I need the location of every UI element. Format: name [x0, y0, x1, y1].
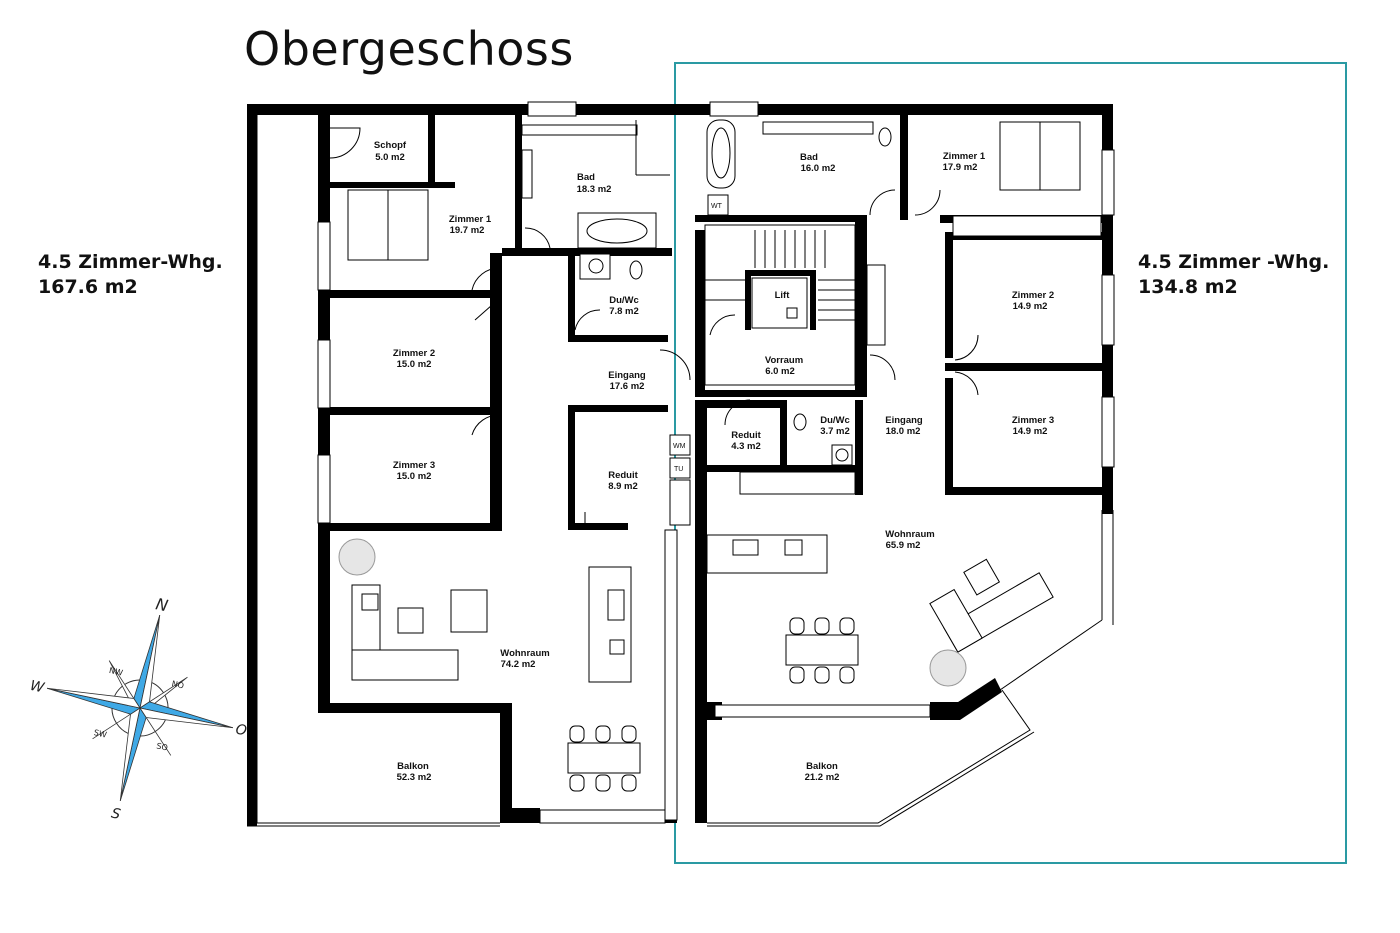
- room-area: 17.9 m2: [943, 162, 978, 173]
- compass-rose: N S W O NW NO SW SO: [29, 594, 249, 824]
- doors: [329, 127, 979, 530]
- room-labels-right: Bad 16.0 m2 Zimmer 1 17.9 m2 Lift Zimmer…: [731, 151, 1054, 783]
- room-area: 14.9 m2: [1013, 426, 1048, 437]
- room-area: 7.8 m2: [609, 306, 639, 317]
- washer-label: WM: [673, 443, 686, 450]
- room-name: Zimmer 1: [449, 214, 492, 225]
- room-area: 3.7 m2: [820, 426, 850, 437]
- unit-label-right: 4.5 Zimmer -Whg. 134.8 m2: [1138, 250, 1329, 300]
- dryer-label: TU: [674, 466, 683, 473]
- room-name: Zimmer 3: [1012, 415, 1054, 426]
- unit-right-type: 4.5 Zimmer -Whg.: [1138, 251, 1330, 273]
- room-name: Zimmer 1: [943, 151, 986, 162]
- room-area: 65.9 m2: [886, 540, 921, 551]
- room-name: Balkon: [397, 761, 429, 772]
- unit-right-area: 134.8 m2: [1138, 276, 1238, 298]
- room-name: Wohnraum: [500, 648, 549, 659]
- balcony-right: [707, 510, 1114, 827]
- room-name: Reduit: [731, 430, 761, 441]
- unit-left-type: 4.5 Zimmer-Whg.: [38, 251, 223, 273]
- room-name: Bad: [577, 172, 595, 183]
- room-name: Zimmer 2: [1012, 290, 1054, 301]
- room-name: Lift: [775, 290, 791, 301]
- compass-s: S: [110, 806, 122, 824]
- room-name: Du/Wc: [609, 295, 639, 306]
- room-name: Schopf: [374, 140, 407, 151]
- compass-w: W: [29, 678, 47, 697]
- room-labels-left: Schopf 5.0 m2 Bad 18.3 m2 Zimmer 1 19.7 …: [374, 140, 646, 783]
- room-area: 8.9 m2: [608, 481, 638, 492]
- room-name: Eingang: [885, 415, 923, 426]
- room-area: 5.0 m2: [375, 152, 405, 163]
- compass-sw: SW: [93, 728, 108, 740]
- compass-o: O: [234, 722, 248, 740]
- compass-n: N: [154, 594, 170, 615]
- page-title: Obergeschoss: [244, 22, 574, 76]
- room-area: 74.2 m2: [501, 659, 536, 670]
- room-name: Eingang: [608, 370, 646, 381]
- room-name: Vorraum: [765, 355, 803, 366]
- balcony-left: [247, 115, 500, 827]
- room-area: 15.0 m2: [397, 471, 432, 482]
- room-area: 15.0 m2: [397, 359, 432, 370]
- room-name: Bad: [800, 152, 818, 163]
- compass-no: NO: [171, 679, 185, 690]
- unit-left-area: 167.6 m2: [38, 276, 138, 298]
- room-name: Zimmer 3: [393, 460, 435, 471]
- room-area: 17.6 m2: [610, 381, 645, 392]
- room-name: Reduit: [608, 470, 638, 481]
- room-name: Du/Wc: [820, 415, 850, 426]
- room-area: 19.7 m2: [450, 225, 485, 236]
- unit-label-left: 4.5 Zimmer-Whg. 167.6 m2: [38, 250, 223, 300]
- room-area: 18.3 m2: [577, 184, 612, 195]
- room-area: 16.0 m2: [801, 163, 836, 174]
- room-area: 14.9 m2: [1013, 301, 1048, 312]
- room-area: 21.2 m2: [805, 772, 840, 783]
- room-area: 4.3 m2: [731, 441, 761, 452]
- room-area: 6.0 m2: [765, 366, 795, 377]
- room-area: 52.3 m2: [397, 772, 432, 783]
- compass-so: SO: [156, 741, 169, 752]
- compass-nw: NW: [108, 666, 124, 678]
- room-area: 18.0 m2: [886, 426, 921, 437]
- furniture: [338, 119, 1102, 792]
- wt-label: WT: [711, 203, 723, 210]
- room-name: Balkon: [806, 761, 838, 772]
- room-name: Zimmer 2: [393, 348, 435, 359]
- windows: [317, 101, 1115, 824]
- stairs: [704, 224, 856, 386]
- room-name: Wohnraum: [885, 529, 934, 540]
